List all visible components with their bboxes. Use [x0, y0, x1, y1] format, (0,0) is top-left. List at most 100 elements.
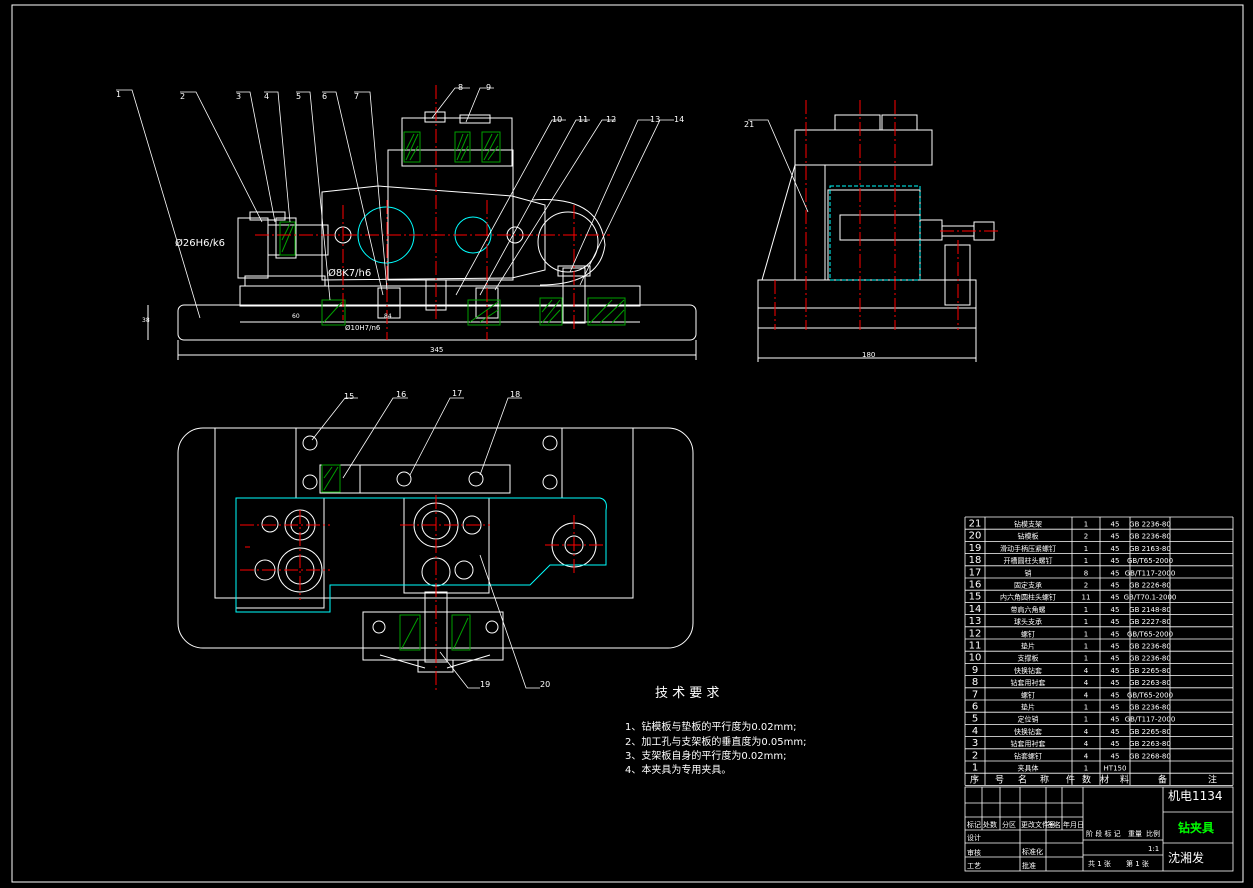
bom-cell: 4: [1084, 679, 1089, 687]
bom-cell: GB 2236-80: [1129, 655, 1171, 663]
bom-cell: 45: [1111, 679, 1120, 687]
dim-len-side: 180: [862, 351, 875, 359]
bom-cell: GB 2268-80: [1129, 752, 1171, 760]
front-view: [147, 111, 697, 360]
tech-item-3: 3、支架板自身的平行度为0.02mm;: [625, 749, 786, 762]
bom-cell: 4: [1084, 752, 1089, 760]
bom-cell: 1: [1084, 716, 1088, 724]
bom-header-cell: 名: [1018, 774, 1027, 786]
pin-17: [396, 471, 412, 487]
bom-header-cell: 称: [1040, 774, 1049, 786]
side-drill-plate: [839, 214, 921, 241]
bom-cell: 2: [972, 750, 978, 761]
bom-cell: 钻套螺钉: [1014, 751, 1042, 760]
balloon-13: 13: [650, 115, 660, 124]
bom-header-cell: 备: [1158, 774, 1167, 786]
svg-text:比例: 比例: [1146, 829, 1160, 838]
side-view: [757, 114, 995, 362]
bom-cell: GB 2163-80: [1129, 545, 1171, 553]
bom-cell: 夹具体: [1018, 764, 1039, 773]
balloon-11: 11: [578, 115, 588, 124]
bom-cell: 45: [1111, 569, 1120, 577]
bom-cell: 1: [1084, 655, 1088, 663]
bom-cell: 45: [1111, 643, 1120, 651]
balloon-leaders: [116, 87, 809, 689]
bom-cell: GB 2236-80: [1129, 533, 1171, 541]
bom-cell: 垫片: [1021, 642, 1035, 651]
top-centerlines: [240, 495, 605, 690]
bom-cell: 10: [969, 653, 982, 664]
side-column: [827, 189, 921, 281]
front-left-support: [237, 217, 269, 279]
bom-cell: 螺钉: [1021, 690, 1035, 699]
bom-cell: 20: [969, 531, 982, 542]
dimension-texts: Ø26H6/k6 Ø8K7/h6 Ø10H7/n6 345 180 38 60 …: [142, 237, 875, 359]
bom-cell: 19: [969, 543, 982, 554]
bom-cell: 45: [1111, 655, 1120, 663]
front-bushing-left: [275, 217, 297, 259]
balloon-15: 15: [344, 392, 354, 401]
balloon-17: 17: [452, 389, 462, 398]
bom-cell: GB 2236-80: [1129, 704, 1171, 712]
top-clamp-base: [362, 611, 504, 661]
svg-text:设计: 设计: [967, 833, 981, 842]
bom-cell: 2: [1084, 582, 1088, 590]
side-top-screw-b: [881, 114, 918, 131]
bom-cell: 垫片: [1021, 703, 1035, 712]
bom-cell: 15: [969, 592, 982, 603]
bom-cell: GB 2265-80: [1129, 728, 1171, 736]
front-arm-curve: [531, 199, 606, 286]
bom-cell: 45: [1111, 545, 1120, 553]
side-top-plate: [794, 129, 933, 166]
bom-cell: GB 2148-80: [1129, 606, 1171, 614]
screw-15-a: [302, 435, 318, 451]
technical-requirements: 技 术 要 求 1、钻模板与垫板的平行度为0.02mm; 2、加工孔与支架板的垂…: [625, 686, 806, 776]
bom-cell: 9: [972, 665, 978, 676]
bom-cell: 45: [1111, 740, 1120, 748]
bom-cell: HT150: [1104, 765, 1127, 773]
bom-header-cell: 注: [1208, 774, 1217, 786]
svg-text:批准: 批准: [1022, 861, 1036, 870]
front-hatching: [279, 131, 626, 326]
bom-cell: 45: [1111, 691, 1120, 699]
dim-height-front: 38: [142, 317, 150, 324]
front-right-boss: [537, 211, 599, 273]
side-slope: [761, 164, 796, 281]
balloon-10: 10: [552, 115, 562, 124]
balloon-12: 12: [606, 115, 616, 124]
bom-cell: GB/T117-2000: [1125, 569, 1176, 577]
top-support-plate: [359, 464, 511, 494]
svg-text:审核: 审核: [967, 848, 981, 857]
bom-cell: 45: [1111, 704, 1120, 712]
bom-cell: 4: [972, 726, 978, 737]
balloon-18: 18: [510, 390, 520, 399]
bom-cell: 销: [1025, 568, 1032, 577]
drawing-author: 沈湘发: [1168, 850, 1204, 865]
svg-text:处数: 处数: [983, 820, 997, 829]
side-clamp-body: [919, 219, 943, 241]
balloon-2: 2: [180, 92, 185, 101]
bom-cell: GB/T65-2000: [1127, 557, 1173, 565]
bom-cell: 球头支承: [1014, 617, 1042, 626]
bom-cell: GB/T117-2000: [1125, 716, 1176, 724]
front-drill-plate: [321, 185, 546, 281]
balloon-20: 20: [540, 680, 550, 689]
front-left-arm: [267, 224, 329, 256]
bom-cell: GB/T65-2000: [1127, 691, 1173, 699]
top-bushing-b: [277, 547, 323, 593]
front-center-column: [387, 149, 514, 281]
svg-text:更改文件号: 更改文件号: [1021, 820, 1056, 829]
balloon-5: 5: [296, 92, 301, 101]
bom-cell: 1: [1084, 545, 1088, 553]
svg-text:重量: 重量: [1128, 830, 1142, 838]
bom-cell: 45: [1111, 521, 1120, 529]
bom-cell: GB 2236-80: [1129, 521, 1171, 529]
front-left-cap: [249, 211, 286, 221]
bom-cell: 4: [1084, 740, 1089, 748]
bom-cell: 16: [969, 580, 982, 591]
svg-text:分区: 分区: [1002, 820, 1016, 829]
front-screw-6: [377, 287, 401, 319]
bom-cell: 1: [1084, 765, 1088, 773]
bom-cell: 45: [1111, 557, 1120, 565]
